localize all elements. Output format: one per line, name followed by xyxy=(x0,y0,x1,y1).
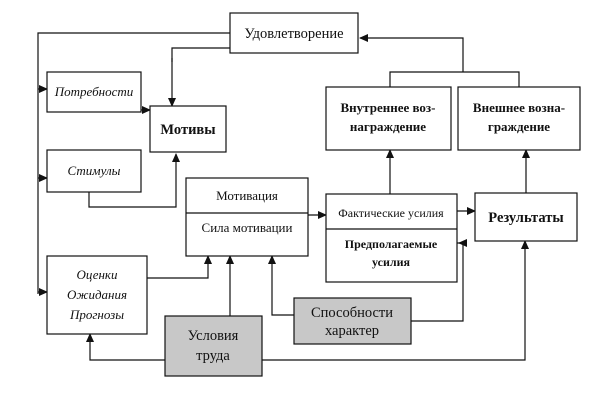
actual-efforts-label: Фактические усилия xyxy=(338,206,444,220)
satisfaction-label: Удовлетворение xyxy=(244,26,343,42)
box-internal-reward: Внутреннее воз- награждение xyxy=(325,86,452,151)
box-work-conditions: Условия труда xyxy=(164,315,263,377)
estimates-to-motivation xyxy=(147,255,212,279)
estimates-label-2: Ожидания xyxy=(67,287,127,302)
expected-efforts-label-2: усилия xyxy=(372,255,411,269)
abilities-label-2: характер xyxy=(325,323,379,339)
box-satisfaction: Удовлетворение xyxy=(229,12,359,54)
box-external-reward: Внешнее возна- граждение xyxy=(457,86,581,151)
box-stimuli: Стимулы xyxy=(46,149,142,193)
estimates-label-1: Оценки xyxy=(76,267,118,282)
box-estimates: Оценки Ожидания Прогнозы xyxy=(46,255,148,335)
satisfaction-to-motives-line xyxy=(171,47,230,62)
reward-to-satisfaction xyxy=(359,34,464,72)
reward-merge-line xyxy=(389,71,520,87)
motivation-strength-label: Сила мотивации xyxy=(202,220,293,235)
box-efforts: Фактические усилия Предполагаемые усилия xyxy=(325,193,458,283)
box-needs: Потребности xyxy=(46,71,142,113)
external-reward-label-2: граждение xyxy=(488,119,550,134)
abilities-label-1: Способности xyxy=(311,305,393,321)
internal-reward-label-1: Внутреннее воз- xyxy=(341,100,436,115)
motivation-label: Мотивация xyxy=(216,188,278,203)
results-label: Результаты xyxy=(488,210,563,226)
work-conditions-label-1: Условия xyxy=(188,328,239,344)
stimuli-label: Стимулы xyxy=(68,163,121,178)
box-results: Результаты xyxy=(474,192,578,242)
estimates-label-3: Прогнозы xyxy=(69,307,124,322)
needs-label: Потребности xyxy=(54,84,134,99)
satisfaction-feedback-line xyxy=(37,32,230,294)
box-abilities: Способности характер xyxy=(293,297,412,345)
external-reward-label-1: Внешнее возна- xyxy=(473,100,565,115)
expected-efforts-label-1: Предполагаемые xyxy=(345,237,438,251)
box-motives: Мотивы xyxy=(149,105,227,153)
motives-label: Мотивы xyxy=(160,122,215,138)
box-motivation: Мотивация Сила мотивации xyxy=(185,177,309,257)
internal-reward-label-2: награждение xyxy=(350,119,426,134)
work-conditions-label-2: труда xyxy=(196,348,230,364)
conditions-to-results xyxy=(262,240,529,361)
conditions-to-estimates xyxy=(86,333,165,361)
connectors xyxy=(37,32,530,361)
stimuli-to-motives xyxy=(88,153,180,208)
abilities-to-motivation xyxy=(268,255,294,316)
